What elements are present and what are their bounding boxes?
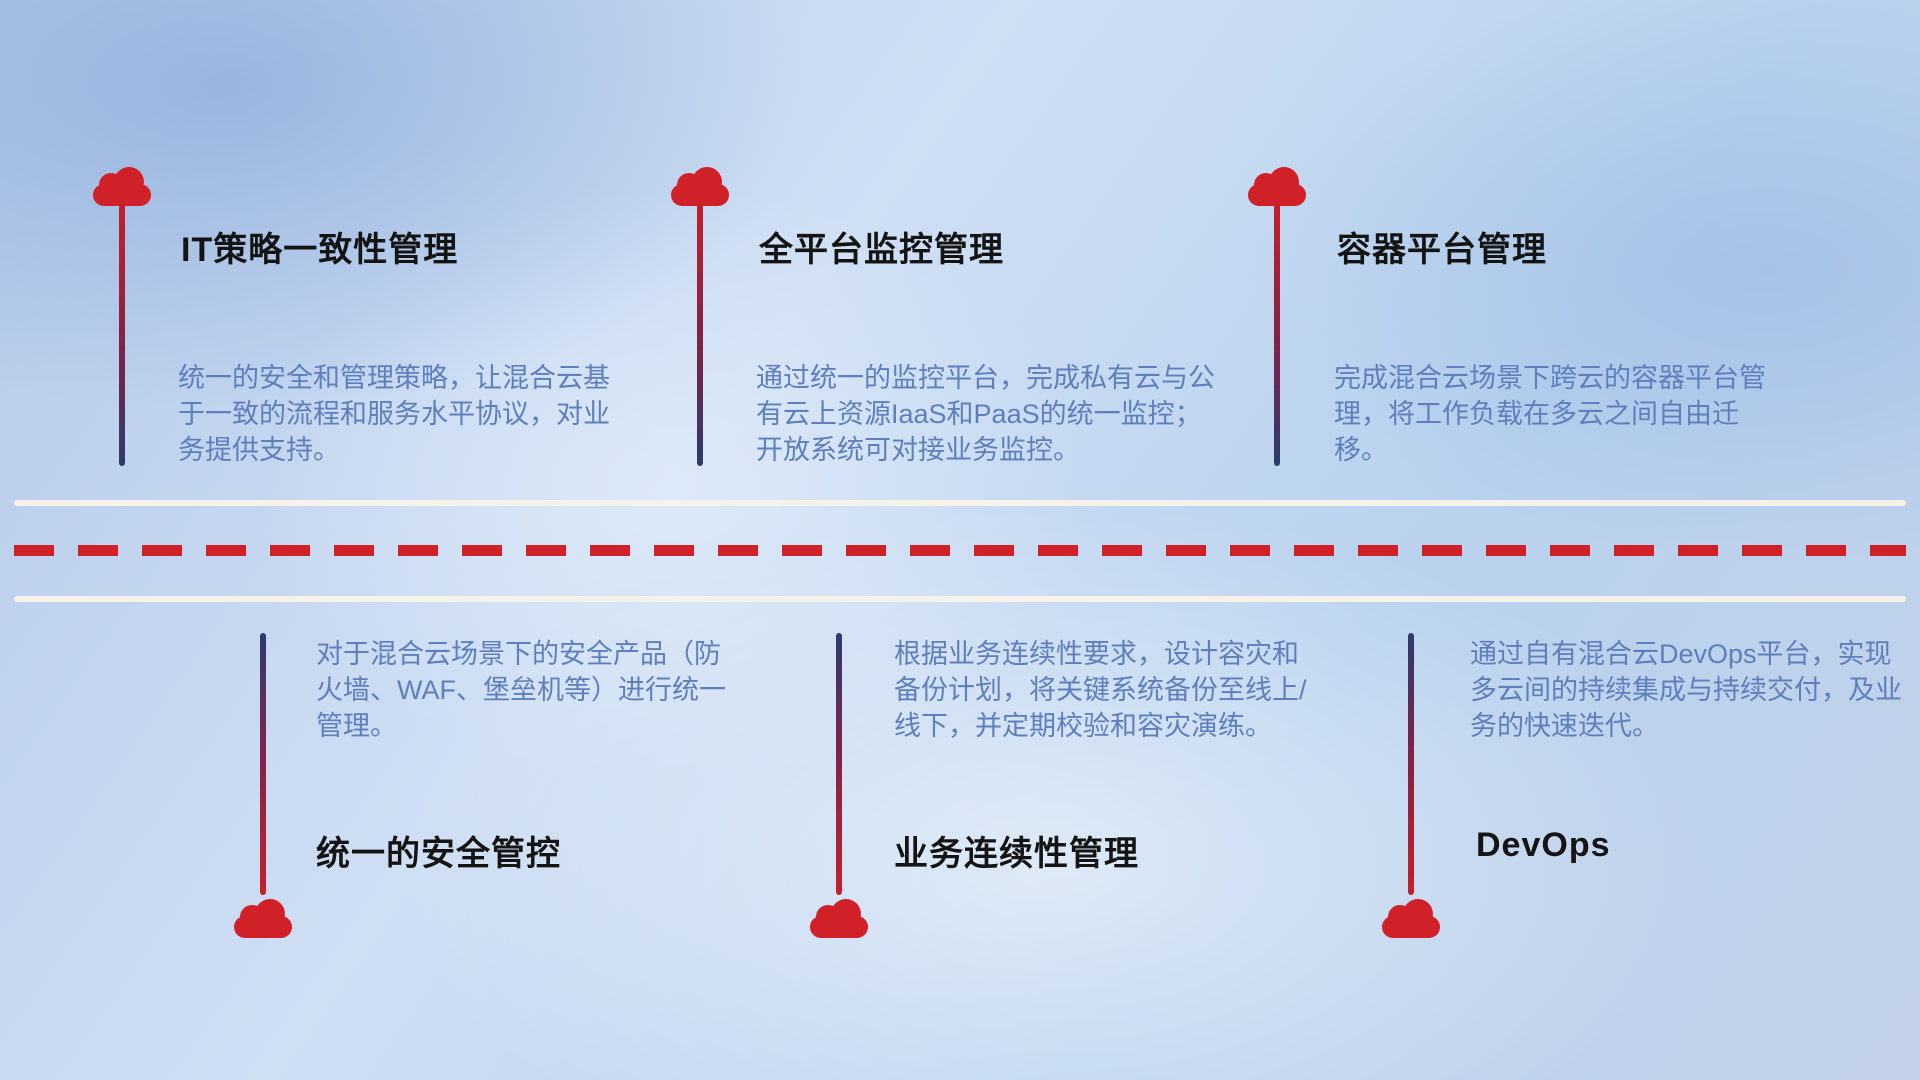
connector-line <box>260 633 266 895</box>
item-description: 对于混合云场景下的安全产品（防火墙、WAF、堡垒机等）进行统一管理。 <box>316 639 726 742</box>
cloud-icon <box>234 898 292 938</box>
cloud-icon <box>1382 898 1440 938</box>
item-description: 统一的安全和管理策略，让混合云基于一致的流程和服务水平协议，对业务提供支持。 <box>178 363 610 466</box>
cloud-base <box>234 916 292 938</box>
connector-line <box>697 204 703 466</box>
item-title: IT策略一致性管理 <box>181 231 459 269</box>
cloud-icon <box>93 166 151 206</box>
road-dashed-center-line <box>14 545 1906 556</box>
road-top-line <box>14 500 1906 506</box>
cloud-base <box>671 184 729 206</box>
item-title: DevOps <box>1476 826 1611 864</box>
item-title: 全平台监控管理 <box>759 231 1004 269</box>
connector-line <box>119 204 125 466</box>
connector-line <box>1274 204 1280 466</box>
cloud-base <box>1382 916 1440 938</box>
item-title: 统一的安全管控 <box>316 835 561 873</box>
connector-line <box>836 633 842 895</box>
connector-line <box>1408 633 1414 895</box>
cloud-base <box>810 916 868 938</box>
cloud-icon <box>671 166 729 206</box>
road-bottom-line <box>14 596 1906 602</box>
item-description: 完成混合云场景下跨云的容器平台管理，将工作负载在多云之间自由迁移。 <box>1334 363 1766 466</box>
item-title: 容器平台管理 <box>1337 231 1547 269</box>
item-title: 业务连续性管理 <box>894 835 1139 873</box>
item-description: 根据业务连续性要求，设计容灾和备份计划，将关键系统备份至线上/线下，并定期校验和… <box>894 639 1307 742</box>
cloud-base <box>93 184 151 206</box>
item-description: 通过统一的监控平台，完成私有云与公有云上资源IaaS和PaaS的统一监控；开放系… <box>756 363 1215 466</box>
cloud-base <box>1248 184 1306 206</box>
item-description: 通过自有混合云DevOps平台，实现多云间的持续集成与持续交付，及业务的快速迭代… <box>1470 639 1902 742</box>
cloud-icon <box>1248 166 1306 206</box>
cloud-icon <box>810 898 868 938</box>
